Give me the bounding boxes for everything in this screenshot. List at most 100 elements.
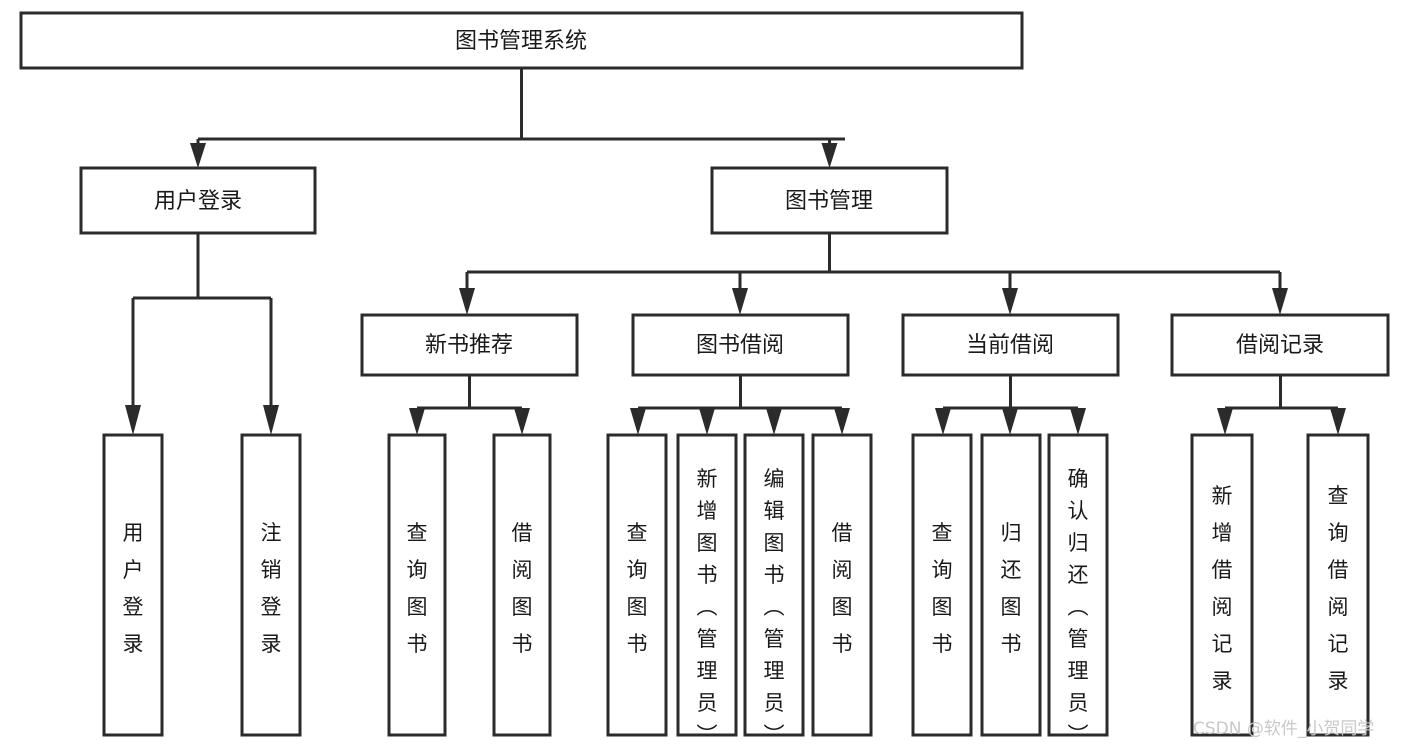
leaf-node-current-borrow-2[interactable]: 归还图书 xyxy=(980,433,1042,737)
connector-group-book-borrow xyxy=(630,375,850,435)
leaf-label: 确认归还︵管理员︶ xyxy=(1068,467,1089,747)
leaf-char: 用 xyxy=(123,521,144,545)
connector-group-root xyxy=(190,68,845,168)
leaf-label: 编辑图书︵管理员︶ xyxy=(764,467,785,747)
leaf-node-new-book-recommend-2[interactable]: 借阅图书 xyxy=(492,433,552,737)
leaf-char: 录 xyxy=(1212,669,1233,693)
node-user-login[interactable]: 用户登录 xyxy=(79,166,317,235)
leaf-node-borrow-record-2[interactable]: 查询借阅记录 xyxy=(1306,433,1370,737)
leaf-box[interactable] xyxy=(911,433,973,737)
leaf-char: ︶ xyxy=(764,723,785,747)
node-book-borrow[interactable]: 图书借阅 xyxy=(631,313,850,377)
leaf-box[interactable] xyxy=(676,433,738,737)
leaf-char: 理 xyxy=(764,659,785,683)
arrowhead-leaf-currentborrow-3 xyxy=(1070,408,1086,435)
leaf-char: 图 xyxy=(627,595,648,619)
node-borrow-record[interactable]: 借阅记录 xyxy=(1170,313,1390,377)
leaf-char: 借 xyxy=(512,521,533,545)
arrowhead-leaf-borrowrecord-1 xyxy=(1217,408,1233,435)
leaf-box[interactable] xyxy=(811,433,873,737)
leaf-box[interactable] xyxy=(1190,433,1254,737)
arrowhead-leaf-borrowrecord-2 xyxy=(1330,408,1346,435)
leaf-char: 书 xyxy=(407,632,428,656)
arrowhead-book-manage xyxy=(821,143,838,168)
node-book-manage-box[interactable] xyxy=(710,166,949,235)
arrowhead-leaf-user-login-2 xyxy=(263,405,279,435)
leaf-char: 新 xyxy=(1212,484,1233,508)
leaf-char: 记 xyxy=(1328,632,1349,656)
connector-group-user-login xyxy=(125,233,279,435)
leaf-char: 编 xyxy=(764,467,785,491)
leaf-char: 查 xyxy=(407,521,428,545)
leaf-label: 查询图书 xyxy=(407,521,428,656)
node-current-borrow-box[interactable] xyxy=(901,313,1120,377)
leaf-char: 员 xyxy=(764,691,785,715)
leaf-node-borrow-record-1[interactable]: 新增借阅记录 xyxy=(1190,433,1254,737)
node-current-borrow[interactable]: 当前借阅 xyxy=(901,313,1120,377)
leaf-node-current-borrow-3[interactable]: 确认归还︵管理员︶ xyxy=(1047,433,1109,747)
arrowhead-user-login xyxy=(190,143,206,168)
node-user-login-box[interactable] xyxy=(79,166,317,235)
leaf-box[interactable] xyxy=(240,433,302,737)
leaf-label: 查询借阅记录 xyxy=(1328,484,1349,693)
node-book-borrow-label: 图书借阅 xyxy=(696,333,784,358)
leaf-node-user-login-2[interactable]: 注销登录 xyxy=(240,433,302,737)
connector-group-borrow-record xyxy=(1217,375,1346,435)
leaf-label: 注销登录 xyxy=(261,521,282,656)
arrowhead-leaf-bookborrow-4 xyxy=(834,408,850,435)
leaf-node-book-borrow-4[interactable]: 借阅图书 xyxy=(811,433,873,737)
leaf-char: 户 xyxy=(123,558,144,582)
leaf-char: 登 xyxy=(261,595,282,619)
leaf-char: ︵ xyxy=(764,595,785,619)
arrowhead-leaf-newbook-1 xyxy=(409,408,425,435)
leaf-char: 记 xyxy=(1212,632,1233,656)
leaf-box[interactable] xyxy=(606,433,668,737)
leaf-char: 管 xyxy=(1068,627,1089,651)
leaf-char: 还 xyxy=(1001,558,1022,582)
leaf-node-book-borrow-2[interactable]: 新增图书︵管理员︶ xyxy=(676,433,738,747)
leaf-node-current-borrow-1[interactable]: 查询图书 xyxy=(911,433,973,737)
leaf-box[interactable] xyxy=(743,433,805,737)
leaf-box[interactable] xyxy=(980,433,1042,737)
arrowhead-leaf-bookborrow-1 xyxy=(630,408,646,435)
leaf-char: 询 xyxy=(932,558,953,582)
leaf-char: 认 xyxy=(1068,499,1089,523)
leaf-char: 书 xyxy=(1001,632,1022,656)
leaf-char: 图 xyxy=(832,595,853,619)
node-new-book-recommend-box[interactable] xyxy=(360,313,579,377)
leaf-box[interactable] xyxy=(387,433,447,737)
node-book-borrow-box[interactable] xyxy=(631,313,850,377)
leaf-char: 理 xyxy=(1068,659,1089,683)
node-borrow-record-label: 借阅记录 xyxy=(1236,333,1324,358)
leaf-char: 借 xyxy=(1212,558,1233,582)
arrowhead-new-book xyxy=(459,288,475,315)
node-new-book-recommend-label: 新书推荐 xyxy=(425,333,513,358)
node-book-manage-label: 图书管理 xyxy=(785,189,873,214)
leaf-char: 书 xyxy=(627,632,648,656)
node-borrow-record-box[interactable] xyxy=(1170,313,1390,377)
leaf-char: 询 xyxy=(407,558,428,582)
leaf-char: 增 xyxy=(697,499,718,523)
connector-group-book-manage xyxy=(459,233,1288,315)
leaf-char: 管 xyxy=(697,627,718,651)
leaf-node-book-borrow-3[interactable]: 编辑图书︵管理员︶ xyxy=(743,433,805,747)
leaf-box[interactable] xyxy=(492,433,552,737)
leaf-char: 图 xyxy=(407,595,428,619)
leaf-box[interactable] xyxy=(102,433,164,737)
node-new-book-recommend[interactable]: 新书推荐 xyxy=(360,313,579,377)
leaf-char: 确 xyxy=(1068,467,1089,491)
leaf-node-new-book-recommend-1[interactable]: 查询图书 xyxy=(387,433,447,737)
leaf-char: 阅 xyxy=(1328,595,1349,619)
leaf-char: 查 xyxy=(932,521,953,545)
leaf-char: 还 xyxy=(1068,563,1089,587)
node-root-box[interactable] xyxy=(19,11,1024,70)
leaf-box[interactable] xyxy=(1306,433,1370,737)
leaf-node-user-login-1[interactable]: 用户登录 xyxy=(102,433,164,737)
node-book-manage[interactable]: 图书管理 xyxy=(710,166,949,235)
leaf-box[interactable] xyxy=(1047,433,1109,737)
node-root[interactable]: 图书管理系统 xyxy=(19,11,1024,70)
leaf-char: 增 xyxy=(1212,521,1233,545)
leaf-char: 员 xyxy=(697,691,718,715)
leaf-node-book-borrow-1[interactable]: 查询图书 xyxy=(606,433,668,737)
